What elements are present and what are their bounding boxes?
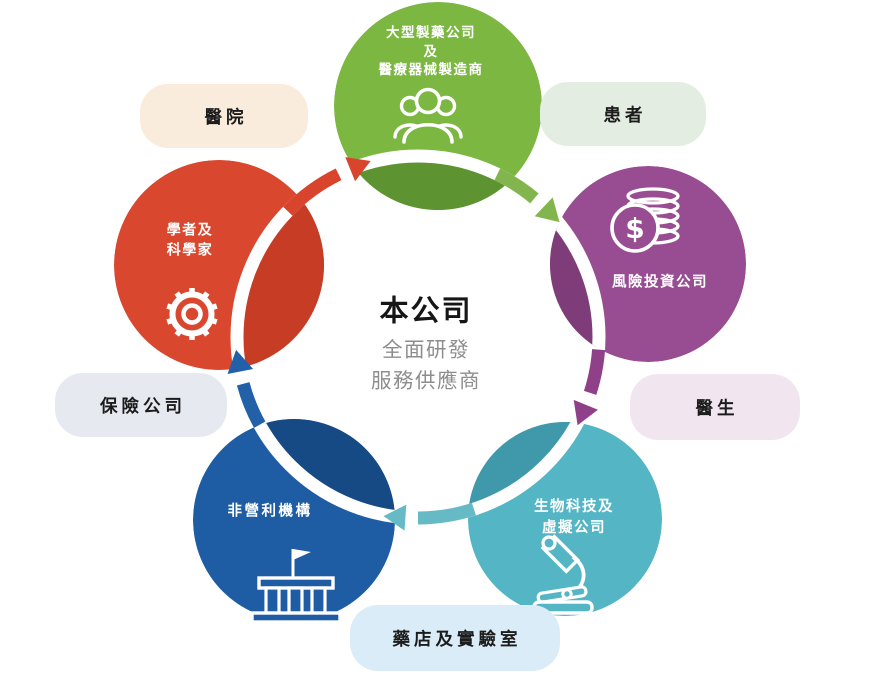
- company-title: 本公司: [379, 295, 473, 328]
- label-nonprofit: 非營利機構: [227, 503, 313, 520]
- pill-hospital-label: 醫院: [204, 106, 248, 127]
- people-group-icon: [393, 87, 463, 144]
- pill-doctor-label: 醫生: [695, 397, 739, 418]
- arrow-green-to-purple: [494, 168, 560, 223]
- pill-patient-label: 患者: [603, 104, 647, 125]
- arrow-teal-to-blue: [383, 502, 476, 531]
- pill-insurance: 保險公司: [55, 373, 227, 437]
- label-pharma-medical-device: 大型製藥公司 及 醫療器械製造商: [378, 25, 484, 78]
- arrow-blue-to-red: [227, 349, 266, 428]
- circle-nonprofit: [193, 419, 395, 621]
- pill-doctor: 醫生: [630, 374, 800, 440]
- label-biotech-virtual: 生物科技及 虛擬公司: [534, 498, 614, 536]
- arrow-red-to-green: [283, 157, 371, 216]
- company-subtitle: 全面研發 服務供應商: [371, 338, 481, 392]
- pill-patient: 患者: [540, 82, 706, 146]
- flow-arrows: [227, 157, 606, 531]
- center-company-block: 本公司 全面研發 服務供應商: [371, 287, 481, 397]
- pill-insurance-label: 保險公司: [100, 395, 186, 416]
- circle-scholars: [114, 160, 324, 370]
- arrow-purple-to-teal: [573, 348, 606, 426]
- label-scholars-scientists: 學者及 科學家: [166, 221, 214, 257]
- label-venture-capital: 風險投資公司: [612, 274, 708, 291]
- coins-icon: $: [610, 187, 680, 253]
- dollar-sign: $: [625, 212, 644, 245]
- bank-icon: [250, 549, 342, 624]
- pill-hospital: 醫院: [140, 84, 308, 148]
- circle-venture-capital: [550, 166, 746, 362]
- gear-icon: [166, 288, 218, 340]
- pill-pharmacy-lab: 藥店及實驗室: [350, 605, 560, 671]
- pill-pharmacy-lab-label: 藥店及實驗室: [392, 628, 522, 649]
